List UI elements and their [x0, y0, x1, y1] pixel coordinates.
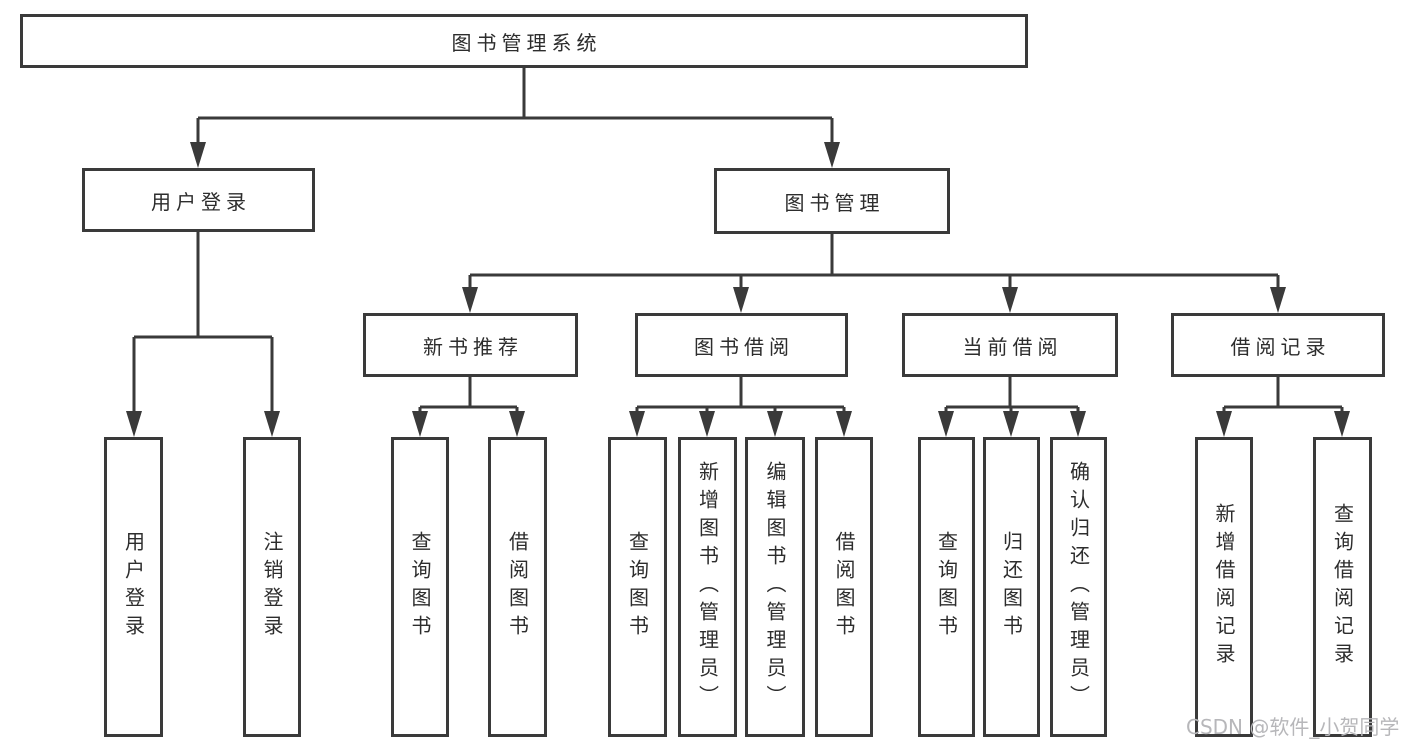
- connector-user-login: [126, 232, 280, 437]
- leaf-label: 查询借阅记录: [1330, 503, 1355, 671]
- csdn-watermark: CSDN @软件_小贺同学: [1186, 715, 1400, 739]
- leaf-label: 新增借阅记录: [1212, 503, 1236, 671]
- node-label: 用户登录: [151, 189, 251, 214]
- arrowhead: [1002, 287, 1018, 313]
- connector-root: [190, 66, 840, 168]
- leaf-user-login: 用户登录: [104, 437, 163, 737]
- leaf-label: 用户登录: [121, 531, 146, 643]
- node-label: 图书借阅: [694, 334, 794, 359]
- node-label: 图书管理: [784, 190, 885, 215]
- leaf-return-books: 归还图书: [983, 437, 1040, 737]
- arrowhead: [836, 411, 852, 437]
- arrowhead: [264, 411, 280, 437]
- leaf-query-books-current: 查询图书: [918, 437, 975, 737]
- node-library-management-system: 图书管理系统: [20, 14, 1028, 68]
- node-label: 借阅记录: [1230, 334, 1331, 359]
- arrowhead: [462, 287, 478, 313]
- leaf-label: 归还图书: [999, 531, 1024, 643]
- arrowhead: [767, 411, 783, 437]
- arrowhead: [1003, 411, 1019, 437]
- arrowhead: [699, 411, 715, 437]
- connector-book-management: [462, 234, 1286, 313]
- arrowhead: [412, 411, 428, 437]
- arrowhead: [509, 411, 525, 437]
- leaf-label: 确认归还（管理员）: [1066, 461, 1091, 713]
- arrowhead: [1070, 411, 1086, 437]
- arrowhead: [629, 411, 645, 437]
- arrowhead: [733, 287, 749, 313]
- leaf-add-borrow-record: 新增借阅记录: [1195, 437, 1253, 737]
- arrowhead: [824, 142, 840, 168]
- arrowhead: [1216, 411, 1232, 437]
- node-user-login: 用户登录: [82, 168, 315, 232]
- node-borrowing-records: 借阅记录: [1171, 313, 1385, 377]
- leaf-borrow-books-recommend: 借阅图书: [488, 437, 547, 737]
- node-label: 当前借阅: [962, 334, 1063, 359]
- node-label: 图书管理系统: [451, 30, 602, 55]
- leaf-query-books-borrowing: 查询图书: [608, 437, 667, 737]
- arrowhead: [126, 411, 142, 437]
- connector-book-borrowing: [629, 377, 852, 437]
- arrowhead: [1334, 411, 1350, 437]
- leaf-borrow-books-2: 借阅图书: [815, 437, 873, 737]
- arrowhead: [190, 142, 206, 168]
- connector-current-borrowing: [938, 377, 1086, 437]
- leaf-label: 新增图书（管理员）: [695, 461, 720, 713]
- leaf-label: 查询图书: [408, 531, 432, 643]
- node-book-borrowing: 图书借阅: [635, 313, 848, 377]
- leaf-label: 借阅图书: [832, 531, 856, 643]
- leaf-label: 注销登录: [260, 531, 284, 643]
- leaf-label: 编辑图书（管理员）: [763, 461, 787, 713]
- leaf-logout: 注销登录: [243, 437, 301, 737]
- leaf-label: 借阅图书: [505, 531, 530, 643]
- leaf-label: 查询图书: [934, 531, 959, 643]
- leaf-edit-book-admin: 编辑图书（管理员）: [745, 437, 805, 737]
- leaf-query-books-recommend: 查询图书: [391, 437, 449, 737]
- leaf-query-borrow-record: 查询借阅记录: [1313, 437, 1372, 737]
- node-new-book-recommend: 新书推荐: [363, 313, 578, 377]
- leaf-label: 查询图书: [625, 531, 650, 643]
- leaf-add-book-admin: 新增图书（管理员）: [678, 437, 737, 737]
- node-current-borrowing: 当前借阅: [902, 313, 1118, 377]
- arrowhead: [1270, 287, 1286, 313]
- connector-new-book-recommend: [412, 377, 525, 437]
- node-book-management: 图书管理: [714, 168, 950, 234]
- leaf-confirm-return-admin: 确认归还（管理员）: [1050, 437, 1107, 737]
- arrowhead: [938, 411, 954, 437]
- connector-borrowing-records: [1216, 377, 1350, 437]
- node-label: 新书推荐: [423, 334, 523, 359]
